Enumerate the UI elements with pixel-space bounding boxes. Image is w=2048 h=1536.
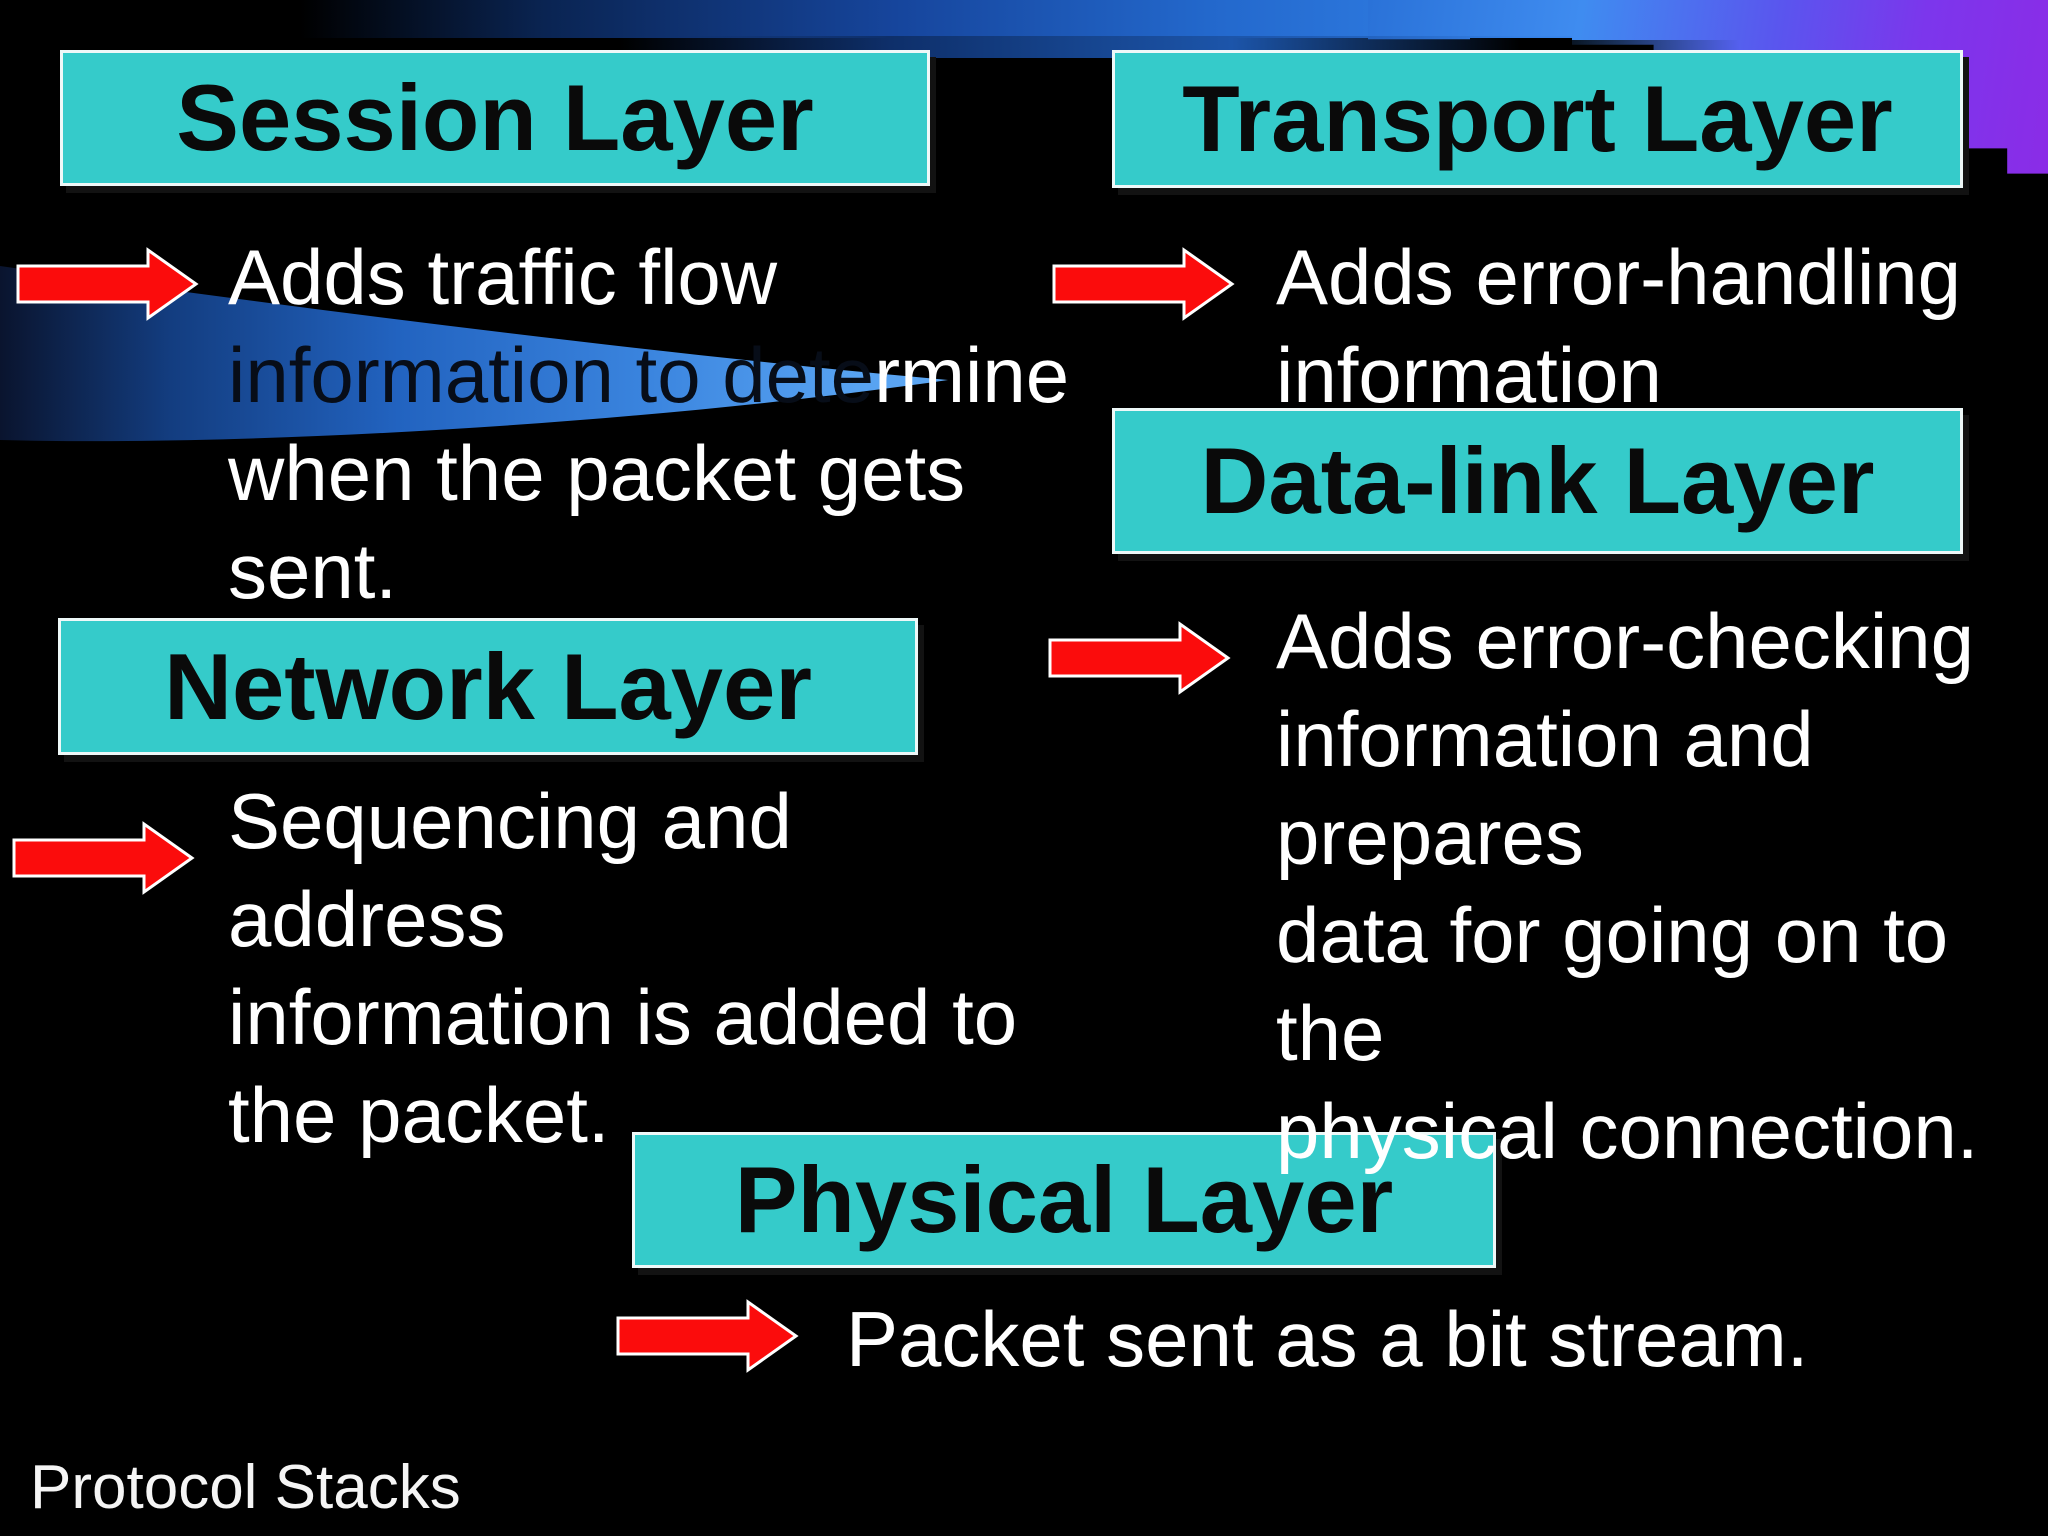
body-line: information is added to: [228, 973, 1018, 1061]
body-line-light-segment: rmine: [874, 331, 1070, 419]
body-line: data for going on to the: [1276, 891, 1949, 1077]
body-line: information and prepares: [1276, 695, 1814, 881]
transport-layer-label: Transport Layer: [1182, 66, 1893, 171]
datalink-layer-label: Data-link Layer: [1200, 428, 1875, 533]
physical-layer-label: Physical Layer: [734, 1147, 1394, 1252]
session-layer-box: Session Layer: [60, 50, 930, 186]
red-arrow-icon: [12, 821, 195, 895]
session-description: Adds traffic flow information to determi…: [228, 228, 1108, 620]
body-line-dark-segment: information to dete: [228, 331, 875, 419]
body-line: Adds error-checking: [1276, 597, 1974, 685]
body-line: information: [1276, 331, 1662, 419]
body-line: physical connection.: [1276, 1087, 1979, 1175]
red-arrow-icon: [616, 1299, 799, 1373]
network-layer-label: Network Layer: [164, 633, 812, 739]
slide-footer-title: Protocol Stacks: [30, 1453, 461, 1522]
body-line: when the packet gets: [228, 429, 966, 517]
session-layer-label: Session Layer: [176, 65, 814, 170]
datalink-layer-box: Data-link Layer: [1112, 408, 1963, 554]
blue-swoosh-decoration: [0, 266, 948, 442]
red-arrow-icon: [1052, 247, 1235, 321]
body-line: Adds traffic flow: [228, 233, 778, 321]
body-line: Adds error-handling: [1276, 233, 1962, 321]
network-description: Sequencing and address information is ad…: [228, 772, 1048, 1164]
network-layer-box: Network Layer: [58, 618, 918, 755]
transport-description: Adds error-handling information: [1276, 228, 1976, 424]
datalink-description: Adds error-checking information and prep…: [1276, 592, 2046, 1180]
physical-description: Packet sent as a bit stream.: [846, 1290, 1996, 1388]
body-line: information to determine: [228, 326, 1108, 424]
red-arrow-icon: [16, 247, 199, 321]
body-line: sent.: [228, 527, 398, 615]
body-line: Sequencing and address: [228, 777, 792, 963]
transport-layer-box: Transport Layer: [1112, 50, 1963, 188]
physical-layer-box: Physical Layer: [632, 1132, 1496, 1268]
body-line: Packet sent as a bit stream.: [846, 1295, 1809, 1383]
red-arrow-icon: [1048, 621, 1231, 695]
body-line: the packet.: [228, 1071, 610, 1159]
